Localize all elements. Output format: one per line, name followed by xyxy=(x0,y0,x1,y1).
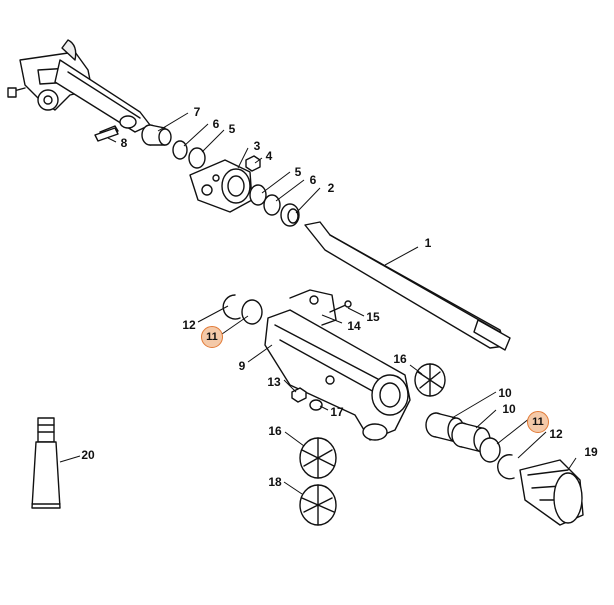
callout-3: 3 xyxy=(253,139,261,153)
part-20 xyxy=(31,417,61,509)
callout-12a: 12 xyxy=(182,318,196,332)
callout-10b: 10 xyxy=(502,402,516,416)
callout-14: 14 xyxy=(347,319,361,333)
part-4 xyxy=(245,155,261,172)
callout-15: 15 xyxy=(366,310,380,324)
part-9 xyxy=(264,309,411,441)
callout-16b: 16 xyxy=(268,424,282,438)
top-assembly xyxy=(7,39,151,138)
callout-9: 9 xyxy=(238,359,246,373)
callout-17: 17 xyxy=(330,405,344,419)
part-8 xyxy=(94,127,119,142)
callout-11a: 11 xyxy=(201,326,223,348)
callout-11b: 11 xyxy=(527,411,549,433)
callout-5a: 5 xyxy=(228,122,236,136)
callout-5b: 5 xyxy=(294,165,302,179)
callout-6a: 6 xyxy=(212,117,220,131)
callout-6b: 6 xyxy=(309,173,317,187)
part-6b xyxy=(263,194,281,216)
callout-18: 18 xyxy=(268,475,282,489)
callout-20: 20 xyxy=(81,448,95,462)
part-1 xyxy=(304,221,511,351)
part-5a xyxy=(188,147,206,169)
callout-19: 19 xyxy=(584,445,598,459)
part-18 xyxy=(299,484,337,526)
part-16a xyxy=(414,363,446,397)
part-11b xyxy=(479,437,501,463)
callout-8: 8 xyxy=(120,136,128,150)
callout-1: 1 xyxy=(424,236,432,250)
callout-13: 13 xyxy=(267,375,281,389)
callout-7: 7 xyxy=(193,105,201,119)
part-19 xyxy=(519,459,584,526)
callout-4: 4 xyxy=(265,149,273,163)
part-7 xyxy=(141,124,172,146)
part-11a xyxy=(241,299,263,325)
part-16b xyxy=(299,437,337,479)
part-17 xyxy=(309,399,323,411)
part-15 xyxy=(329,300,352,313)
part-2 xyxy=(280,203,300,227)
part-10b xyxy=(451,422,491,453)
callout-12b: 12 xyxy=(549,427,563,441)
callout-10a: 10 xyxy=(498,386,512,400)
leader-lines xyxy=(59,112,577,495)
part-3 xyxy=(189,159,253,213)
callout-2: 2 xyxy=(327,181,335,195)
part-12a xyxy=(222,294,241,320)
part-5b xyxy=(249,184,267,206)
part-6a xyxy=(172,140,188,160)
part-12b xyxy=(497,454,515,480)
callout-16a: 16 xyxy=(393,352,407,366)
